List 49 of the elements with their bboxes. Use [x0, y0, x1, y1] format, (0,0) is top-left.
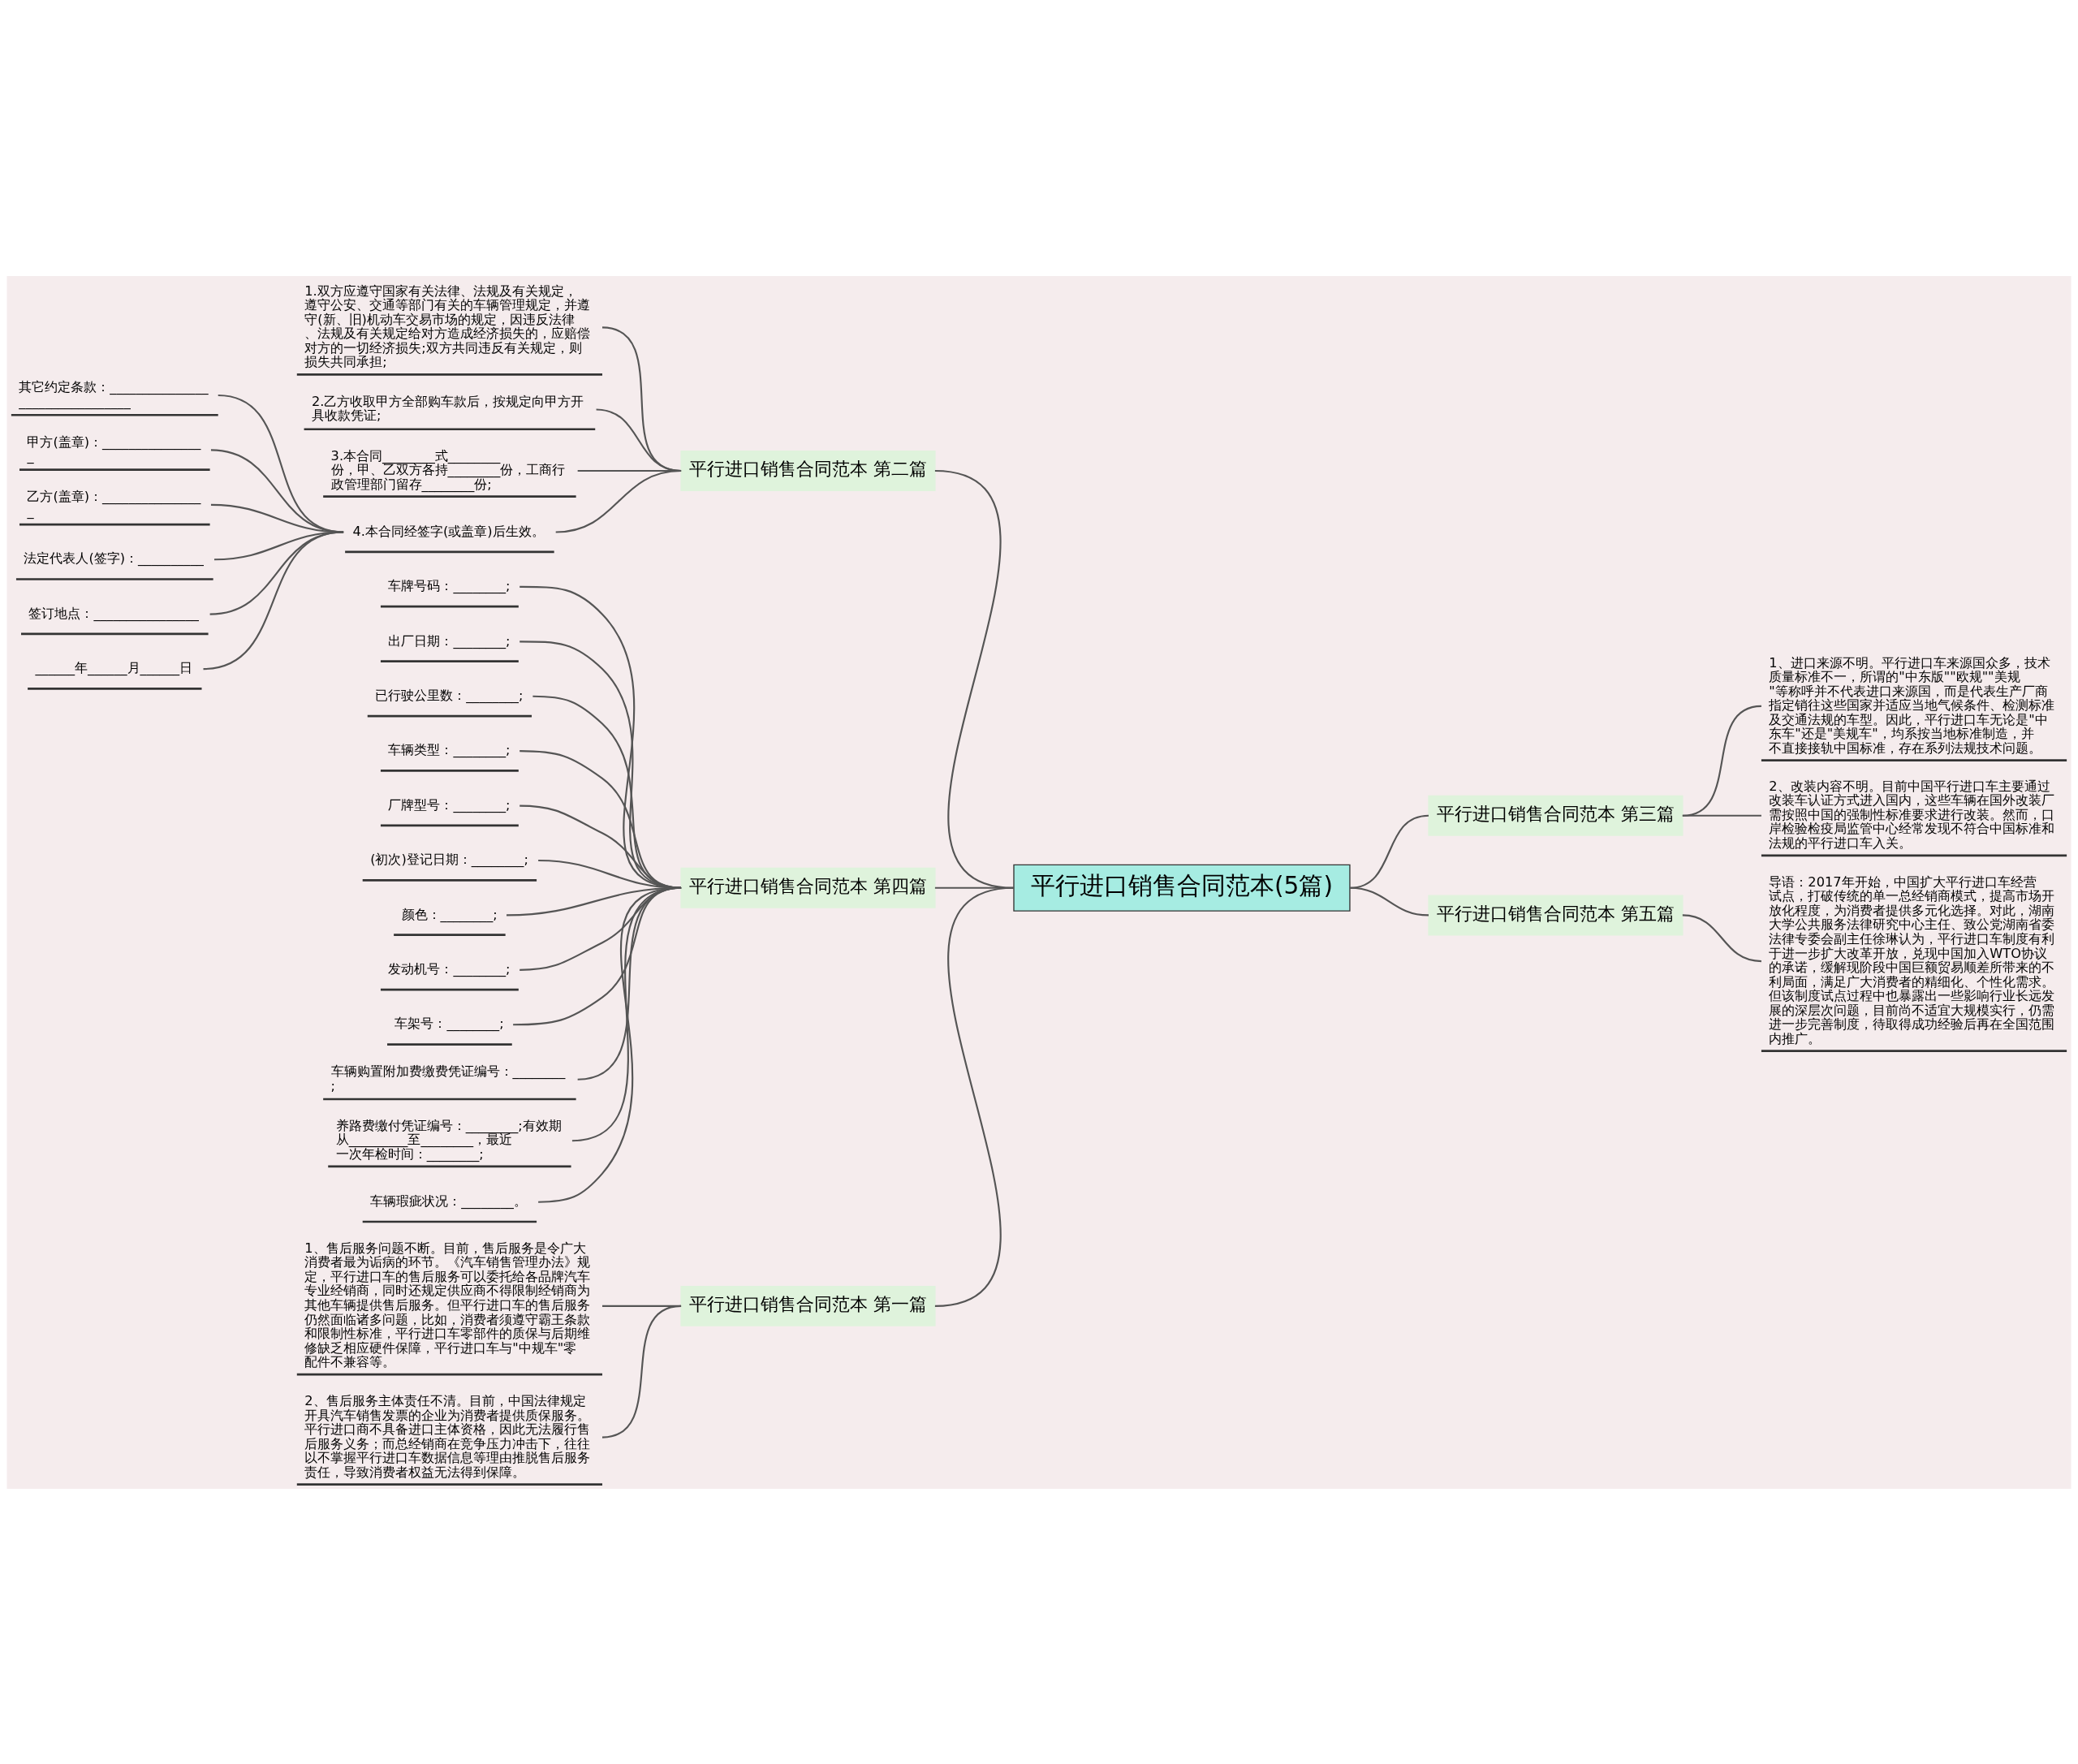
node-text: 1、进口来源不明。平行进口车来源国众多，技术质量标准不一，所谓的"中东版""欧规""美规"等称呼并不代表进口来源国，而是代表生产厂商指定销往这些国家并适应当地气候条件、检测标准及交通法规的车型。因此，平行进口车无论是"中东车"还是"美规车"，均系按当地标准制造，并不直接接轨中国标准，存在系列法规技术问题。: [1769, 654, 2055, 756]
node-text: 4.本合同经签字(或盖章)后生效。: [352, 523, 545, 539]
connector: [555, 469, 682, 533]
node-text: 2、改装内容不明。目前中国平行进口车主要通过改装车认证方式进入国内，这些车辆在国外改装厂需按照中国的强制性标准要求进行改装。然而，口岸检验检疫局监管中心经常发现不符合中国标准和法规的平行进口车入关。: [1769, 778, 2055, 851]
node-text: 甲方(盖章)：________________: [27, 433, 201, 464]
node-box: 平行进口销售合同范本(5篇): [1013, 864, 1351, 912]
node-text: 车架号：________;: [394, 1015, 504, 1031]
connector: [520, 640, 682, 889]
connector: [538, 886, 682, 1203]
node-text: ______年______月______日: [35, 659, 193, 675]
node-text: 已行驶公里数：________;: [375, 687, 524, 703]
connector: [934, 886, 1015, 1307]
connector: [203, 530, 344, 670]
node-box: 平行进口销售合同范本 第二篇: [680, 450, 936, 491]
node-text: 2、售后服务主体责任不清。目前，中国法律规定开具汽车销售发票的企业为消费者提供质保服务。平行进口商不具备进口主体资格，因此无法履行售后服务义务；而总经销商在竞争压力冲击下，往往以不掌握平行进口车数据信息等理由推脱售后服务责任，导致消费者权益无法得到保障。: [304, 1392, 591, 1480]
node-text: 3.本合同________式________份，甲、乙双方各持________份，工商行政管理部门留存________份;: [330, 447, 566, 492]
connector: [210, 503, 344, 533]
connector: [520, 585, 682, 889]
node-text: 签订地点：________________: [28, 605, 199, 621]
connector: [1682, 913, 1762, 962]
node-text: 车牌号码：________;: [388, 577, 511, 593]
connector: [520, 804, 682, 889]
node-box: 平行进口销售合同范本 第一篇: [680, 1285, 936, 1326]
node-text: 1、售后服务问题不断。目前，售后服务是令广大消费者最为诟病的环节。《汽车销售管理办法》规定，平行进口车的售后服务可以委托给各品牌汽车专业经销商，同时还规定供应商不得限制经销商为其他车辆提供售后服务。但平行进口车的售后服务仍然面临诸多问题，比如，消费者须遵守霸王条款和限制性标准，平行进口车零部件的质保与后期维修缺乏相应硬件保障，平行进口车与"中规车"零配件不兼容等。: [304, 1240, 591, 1369]
node-text: 2.乙方收取甲方全部购车款后，按规定向甲方开具收款凭证;: [312, 393, 584, 423]
node-text: 车辆类型：________;: [388, 741, 511, 757]
node-text: 养路费缴付凭证编号：________;有效期从_________至________，最近一次年检时间：________;: [335, 1117, 562, 1162]
node-text: 颜色：________;: [401, 906, 498, 922]
node-box: 平行进口销售合同范本 第三篇: [1428, 795, 1684, 836]
node-box: 平行进口销售合同范本 第四篇: [680, 867, 936, 908]
connector: [210, 448, 344, 533]
node-text: 法定代表人(签字)：__________: [24, 550, 204, 566]
connector: [1682, 814, 1761, 817]
node-text: 其它约定条款：________________________________: [19, 378, 209, 409]
node-text: 出厂日期：________;: [388, 632, 511, 649]
connector: [520, 749, 682, 889]
node-text: 车辆瑕疵状况：________。: [370, 1193, 527, 1209]
connector: [209, 530, 344, 615]
connector: [601, 1305, 682, 1438]
connector: [1349, 886, 1429, 917]
node-text: (初次)登记日期：________;: [370, 851, 528, 867]
node-box: 平行进口销售合同范本 第五篇: [1428, 895, 1684, 935]
node-text: 车辆购置附加费缴费凭证编号：________;: [330, 1063, 566, 1093]
connector: [1682, 705, 1762, 817]
node-text: 厂牌型号：________;: [388, 796, 511, 813]
node-text: 乙方(盖章)：________________: [27, 488, 201, 519]
node-text: 导语：2017年开始，中国扩大平行进口车经营试点，打破传统的单一总经销商模式，提高市场开放化程度，为消费者提供多元化选择。对此，湖南大学公共服务法律研究中心主任、致公党湖南省委法律专委会副主任徐琳认为，平行进口车制度有利于进一步扩大改革开放，兑现中国加入WTO协议的承诺，缓解现阶段中国巨额贸易顺差所带来的不利局面，满足广大消费者的精细化、个性化需求。但该制度试点过程中也暴露出一些影响行业长远发展的深层次问题，目前尚不适宜大规模实行，仍需进一步完善制度，待取得成功经验后再在全国范围内推广。: [1769, 873, 2055, 1046]
node-text: 发动机号：________;: [388, 960, 511, 977]
node-text: 1.双方应遵守国家有关法律、法规及有关规定，遵守公安、交通等部门有关的车辆管理规定，并遵守(新、旧)机动车交易市场的规定，因违反法律、法规及有关规定给对方造成经济损失的，应赔偿对方的一切经济损失;双方共同违反有关规定，则损失共同承担;: [304, 282, 591, 369]
